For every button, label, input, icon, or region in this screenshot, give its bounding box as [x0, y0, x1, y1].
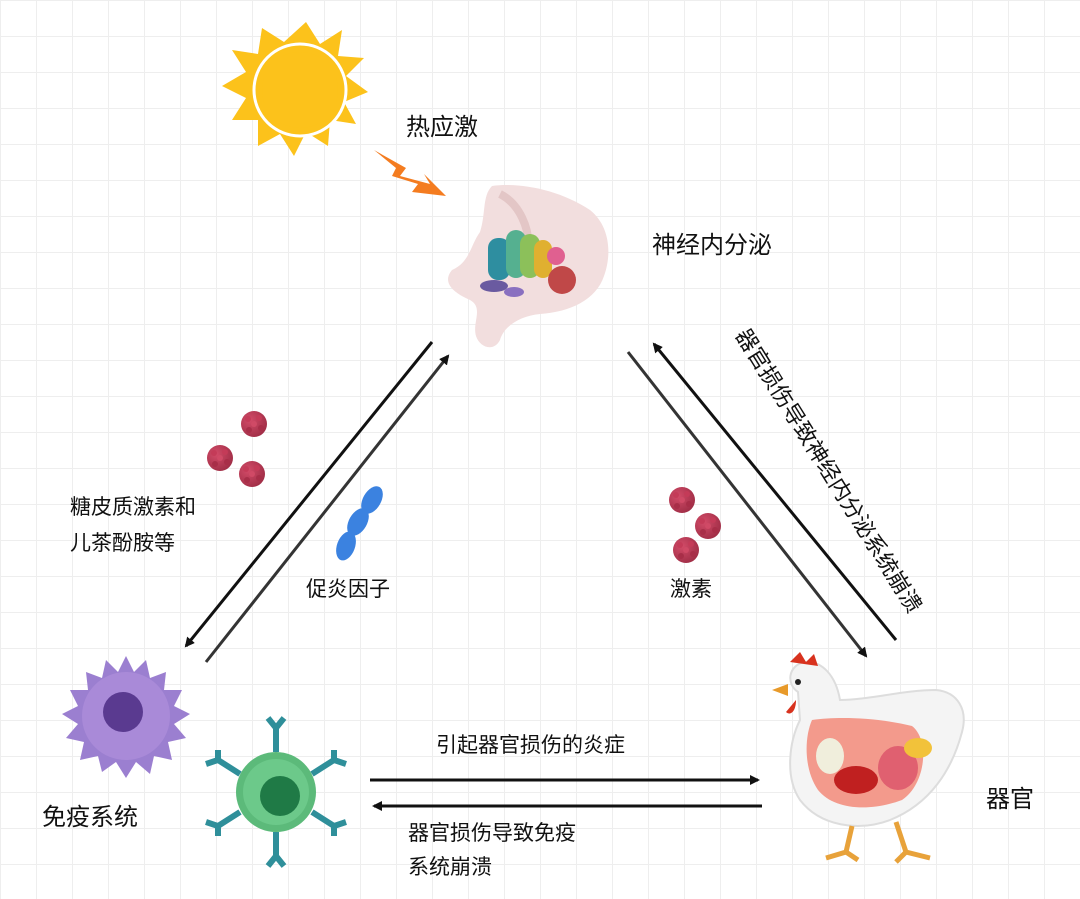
organ-to-immune-label-line2: 系统崩溃: [408, 855, 492, 879]
lymphocyte-icon: [205, 716, 347, 868]
arrow-brain-to-organ: [626, 351, 868, 658]
chicken-icon: [772, 652, 965, 864]
glucocorticoid-label-line2: 儿茶酚胺等: [70, 531, 175, 555]
hormone-cluster-icon: [207, 411, 721, 563]
brain-icon: [448, 185, 609, 348]
sun-icon: [222, 22, 368, 156]
heat-stress-label: 热应激: [406, 113, 478, 141]
organ-label: 器官: [986, 785, 1034, 813]
immune-system-label: 免疫系统: [42, 803, 138, 831]
cytokine-icon: [336, 486, 383, 561]
glucocorticoid-label-line1: 糖皮质激素和: [70, 495, 196, 519]
proinflammatory-label: 促炎因子: [306, 577, 390, 601]
arrow-immune-to-brain: [204, 354, 450, 663]
neuroendocrine-label: 神经内分泌: [652, 231, 772, 259]
macrophage-icon: [62, 656, 190, 778]
arrow-brain-to-immune: [184, 341, 434, 648]
inflammation-label: 引起器官损伤的炎症: [436, 733, 625, 757]
arrow-organ-to-brain: [652, 342, 898, 641]
lightning-icon: [374, 150, 446, 196]
hormone-label: 激素: [670, 577, 712, 601]
organ-to-immune-label-line1: 器官损伤导致免疫: [408, 821, 576, 845]
